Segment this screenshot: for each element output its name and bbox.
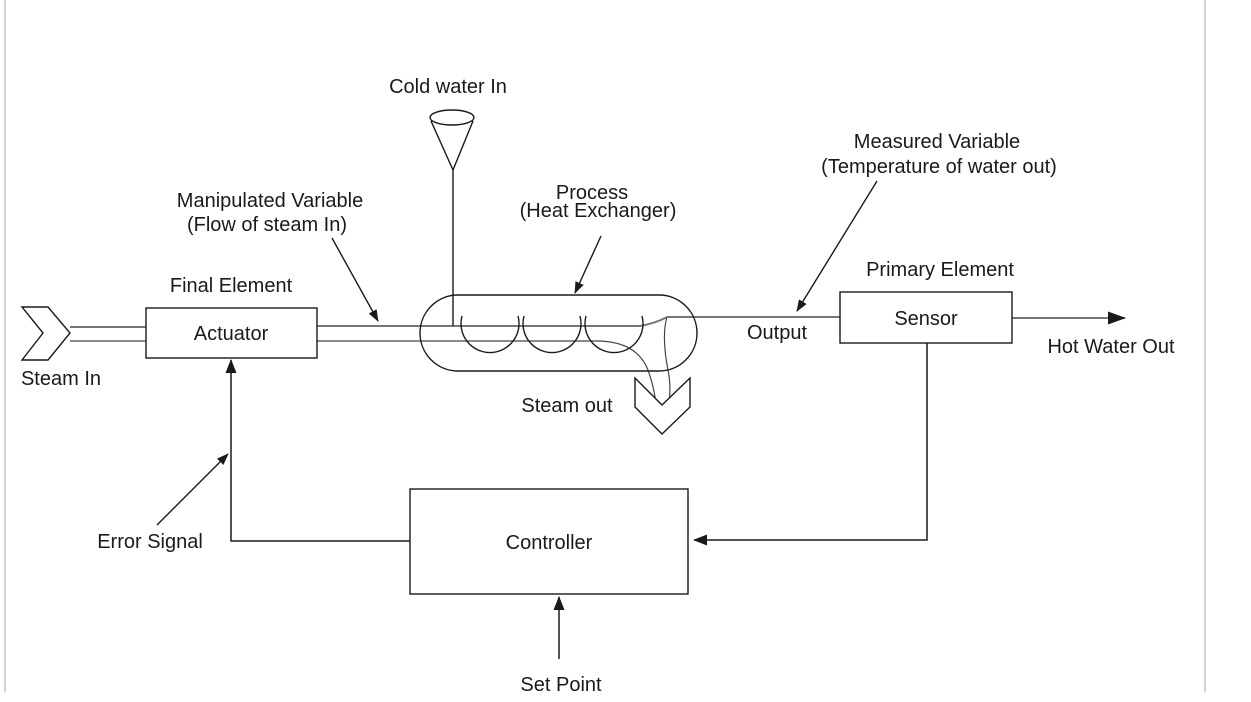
hot-water-out-label: Hot Water Out xyxy=(1047,336,1175,358)
process-arrow xyxy=(574,235,602,294)
steam-pipe-top-right xyxy=(317,316,668,327)
steam-in-chevron-icon xyxy=(20,306,71,361)
cold-water-funnel-cone xyxy=(430,120,474,172)
feedback-line xyxy=(693,343,928,546)
cold-water-in-label: Cold water In xyxy=(389,76,507,98)
steam-out-pipe-inner xyxy=(663,316,671,403)
sensor-box xyxy=(839,291,1013,344)
measured-variable-label-line2: (Temperature of water out) xyxy=(821,156,1057,178)
actuator-box xyxy=(145,307,318,359)
output-label: Output xyxy=(747,322,807,344)
manipulated-variable-label-line1: Manipulated Variable xyxy=(177,190,363,212)
measured-variable-arrow xyxy=(796,180,878,312)
final-element-label: Final Element xyxy=(170,275,293,297)
manipulated-variable-label-line2: (Flow of steam In) xyxy=(187,214,347,236)
error-signal-line xyxy=(225,359,410,542)
measured-variable-label-line1: Measured Variable xyxy=(854,131,1020,153)
controller-label: Controller xyxy=(506,532,593,554)
controller-box xyxy=(409,488,689,595)
actuator-label: Actuator xyxy=(194,323,269,345)
error-signal-arrow xyxy=(156,453,229,526)
error-signal-label: Error Signal xyxy=(97,531,203,553)
heat-exchanger-shell xyxy=(419,294,698,372)
steam-in-label: Steam In xyxy=(21,368,101,390)
set-point-label: Set Point xyxy=(520,674,602,696)
sensor-label: Sensor xyxy=(894,308,958,330)
heating-coil xyxy=(460,315,644,354)
steam-out-arrow-icon xyxy=(634,376,691,435)
cold-water-funnel-mouth xyxy=(429,109,475,126)
process-label-line2: (Heat Exchanger) xyxy=(520,200,677,222)
process-label-line1: Process xyxy=(556,182,628,204)
steam-out-pipe-outer xyxy=(317,340,657,405)
manipulated-variable-arrow xyxy=(331,237,379,322)
primary-element-label: Primary Element xyxy=(866,259,1014,281)
steam-out-label: Steam out xyxy=(521,395,613,417)
